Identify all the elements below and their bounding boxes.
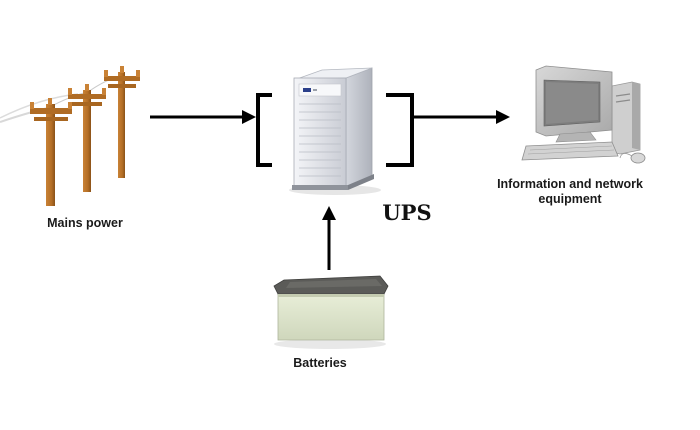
arrow-mains-to-ups [150,110,256,124]
battery-icon [273,275,389,349]
ups-bracket-left [256,93,272,167]
utility-pole-icon [0,66,140,206]
ups-tower-icon [289,67,381,195]
batteries-label: Batteries [293,356,347,370]
ups-bracket-right [386,93,414,167]
arrow-batteries-to-ups [322,206,336,270]
info-equipment-label: Information and network equipment [470,177,670,207]
info-equipment-label-line2: equipment [538,192,602,206]
arrow-ups-to-info [412,110,510,124]
desktop-computer-icon [521,65,646,164]
info-equipment-label-line1: Information and network [497,177,643,191]
ups-label: UPS [382,200,432,225]
mains-power-label: Mains power [47,216,123,230]
